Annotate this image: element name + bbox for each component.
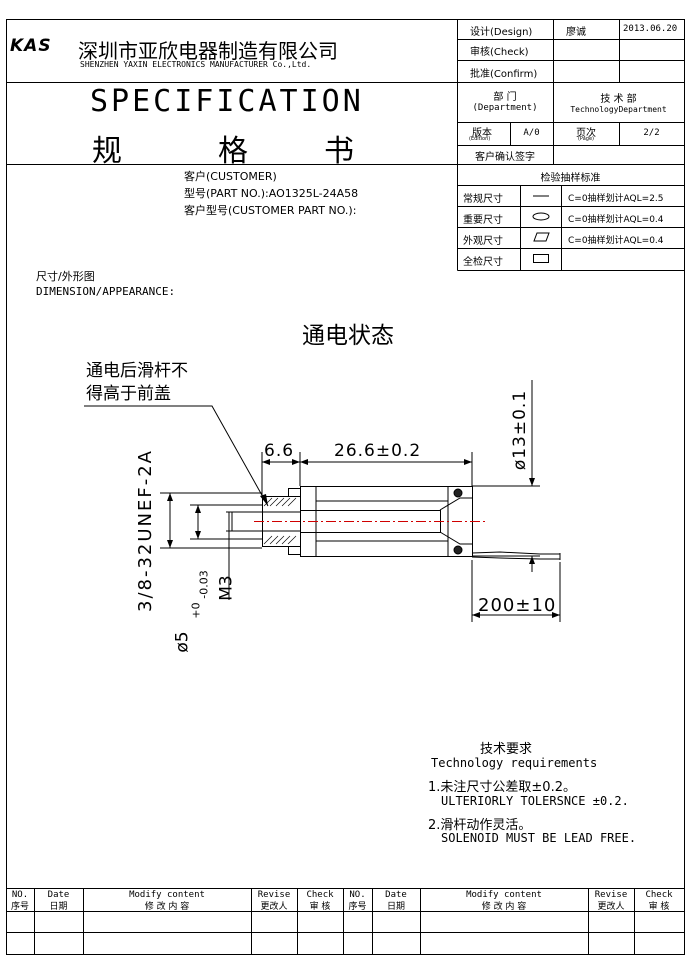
revision-header: Modify content [466, 890, 542, 900]
page-value: 2/2 [643, 128, 660, 138]
note-line-1: 通电后滑杆不 [86, 361, 188, 381]
revision-header: Date [47, 890, 70, 900]
edition-label-en: (Edition) [469, 136, 491, 142]
company-name-en: SHENZHEN YAXIN ELECTRONICS MANUFACTURER … [80, 60, 312, 69]
inspection-row-label: 外观尺寸 [463, 236, 503, 247]
dim-m3: M3 [216, 575, 237, 601]
revision-header: Check [306, 890, 334, 900]
department-value-cn: 技 术 部 [600, 94, 637, 105]
revision-header: 更改人 [597, 902, 625, 912]
design-date: 2013.06.20 [623, 24, 678, 34]
revision-header: 序号 [10, 902, 29, 912]
note-line-2: 得高于前盖 [86, 384, 171, 404]
revision-header: 日期 [386, 902, 405, 912]
company-name-cn: 深圳市亚欣电器制造有限公司 [78, 39, 338, 63]
requirements-title-en: Technology requirements [431, 756, 598, 770]
revision-header: Revise [594, 890, 628, 900]
revision-header: Check [645, 890, 673, 900]
title-cn-1: 规 [92, 134, 122, 169]
inspection-row-label: 常规尺寸 [463, 194, 503, 205]
revision-header: 修 改 内 容 [144, 902, 190, 912]
dim-body-diameter: ø13±0.1 [510, 389, 531, 471]
department-label-cn: 部 门 [493, 92, 517, 103]
revision-header: NO. [349, 890, 366, 900]
revision-header: 修 改 内 容 [481, 902, 527, 912]
dim-shaft-diameter: ø5 [172, 631, 193, 653]
company-logo: KAS [10, 36, 52, 56]
department-label-en: (Department) [472, 103, 538, 113]
revision-header: Modify content [129, 890, 205, 900]
inspection-row-standard: C=0抽样划计AQL=0.4 [568, 236, 664, 246]
confirm-label: 批准(Confirm) [470, 69, 538, 80]
rectangle-symbol [533, 254, 549, 263]
part-number: 型号(PART NO.):AO1325L-24A58 [184, 187, 359, 200]
requirement-1-en: ULTERIORLY TOLERSNCE ±0.2. [441, 794, 629, 808]
designer-name: 廖诚 [566, 27, 586, 38]
customer-label: 客户(CUSTOMER) [184, 170, 277, 183]
revision-header: 更改人 [260, 902, 288, 912]
department-value-en: TechnologyDepartment [570, 105, 667, 114]
requirement-2-cn: 2.滑杆动作灵活。 [428, 818, 532, 833]
customer-confirm-label: 客户确认签字 [475, 152, 535, 163]
edition-value: A/0 [523, 128, 540, 138]
inspection-row-label: 全检尺寸 [463, 257, 503, 268]
parallelogram-symbol [533, 232, 550, 242]
page-label-en: (Page) [577, 136, 594, 142]
design-label: 设计(Design) [470, 27, 533, 38]
dim-shaft-tol-upper: +0 [189, 602, 203, 619]
dim-wire-length: 200±10 [478, 595, 557, 616]
dim-body-length: 26.6±0.2 [334, 441, 422, 461]
revision-header: 审 核 [648, 902, 670, 912]
dimension-label-en: DIMENSION/APPEARANCE: [36, 285, 176, 298]
requirements-title-cn: 技术要求 [480, 742, 533, 757]
dim-thread: 3/8-32UNEF-2A [135, 449, 156, 612]
page-label-cn: 页次 [576, 128, 596, 139]
revision-header: Revise [257, 890, 291, 900]
inspection-row-label: 重要尺寸 [463, 215, 503, 226]
edition-label-cn: 版本 [472, 128, 492, 139]
requirement-2-en: SOLENOID MUST BE LEAD FREE. [441, 831, 637, 845]
revision-header: 审 核 [309, 902, 331, 912]
dimension-label-cn: 尺寸/外形图 [36, 270, 95, 283]
ellipse-symbol [532, 212, 550, 221]
drawing-title: 通电状态 [302, 323, 394, 349]
requirement-1-cn: 1.未注尺寸公差取±0.2。 [428, 780, 576, 795]
revision-header: 日期 [49, 902, 68, 912]
customer-part-number: 客户型号(CUSTOMER PART NO.): [184, 204, 357, 217]
inspection-row-standard: C=0抽样划计AQL=2.5 [568, 194, 664, 204]
title-en: SPECIFICATION [90, 84, 364, 119]
check-label: 审核(Check) [470, 47, 529, 58]
revision-header: NO. [11, 890, 29, 900]
revision-header: 序号 [348, 902, 367, 912]
inspection-title: 检验抽样标准 [540, 173, 601, 184]
revision-header: Date [385, 890, 407, 900]
inspection-row-standard: C=0抽样划计AQL=0.4 [568, 215, 664, 225]
dim-shaft-tol-lower: -0.03 [197, 570, 211, 599]
title-cn-2: 格 [218, 134, 248, 169]
dim-front-cap: 6.6 [264, 441, 295, 461]
title-cn-3: 书 [324, 134, 354, 169]
